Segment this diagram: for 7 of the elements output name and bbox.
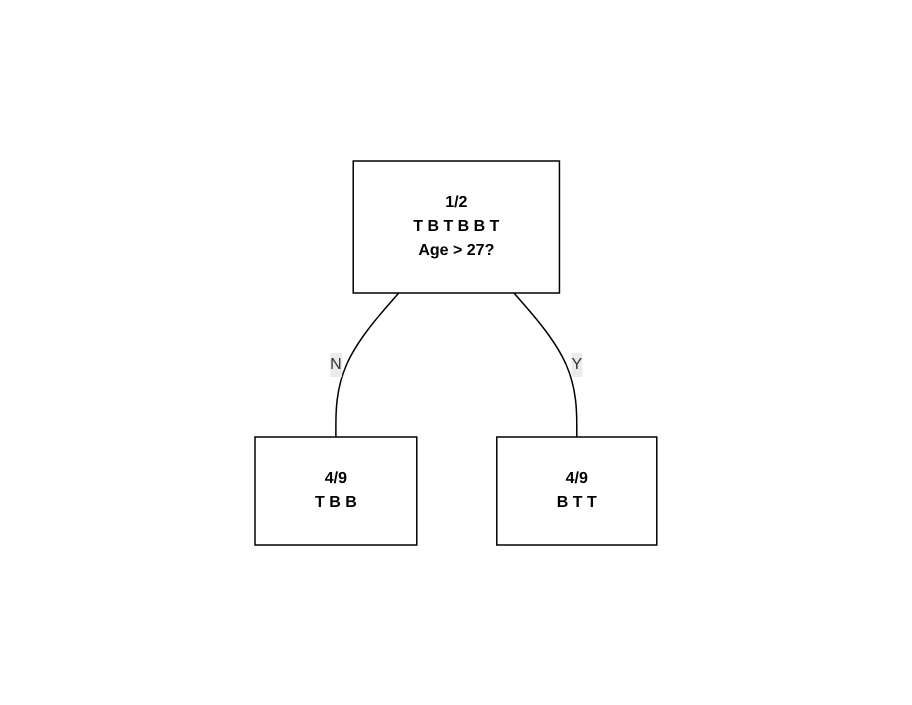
edge-label: Y: [572, 356, 582, 372]
connector: [335, 292, 400, 436]
connector: [513, 292, 578, 436]
node-box: 4/9 T B B: [254, 436, 418, 546]
node-box: 4/9 B T T: [496, 436, 658, 546]
node-box: 1/2 T B T B B T Age > 27?: [352, 160, 560, 294]
edge-label: N: [330, 356, 342, 372]
